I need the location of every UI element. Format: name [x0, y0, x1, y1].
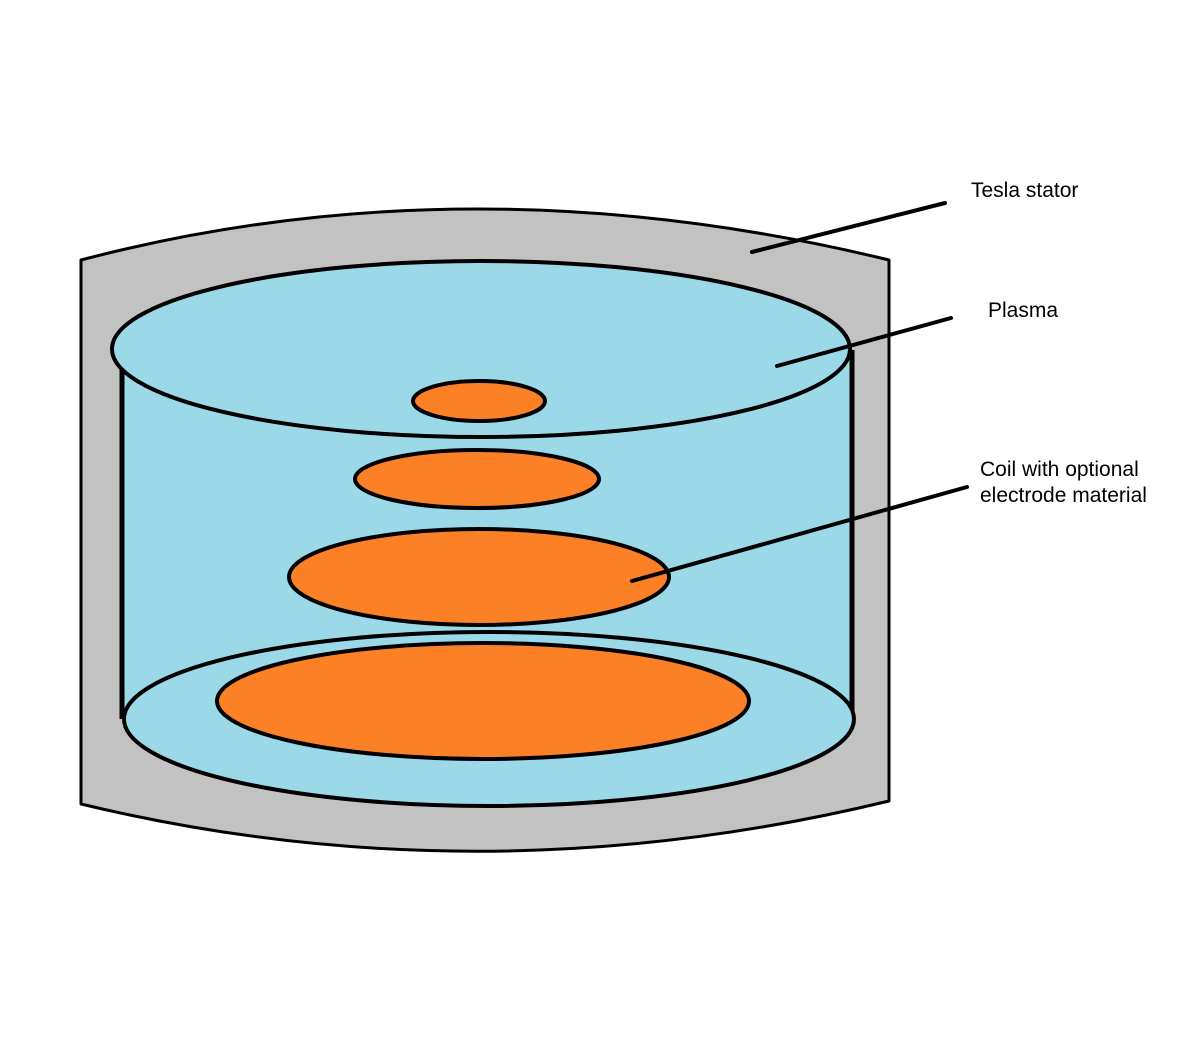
- plasma-top-ellipse: [110, 259, 852, 439]
- tesla-stator-label: Tesla stator: [971, 179, 1079, 202]
- plasma-label: Plasma: [988, 299, 1059, 322]
- coil-leader-line: [630, 485, 969, 583]
- coil-label-line-1: Coil with optional: [980, 458, 1139, 481]
- plasma-leader-line: [775, 316, 953, 368]
- coil-label-line-2: electrode material: [980, 484, 1147, 507]
- coil-label: Coil with optional electrode material: [980, 457, 1147, 509]
- coil-disc-3: [287, 527, 671, 627]
- coil-disc-4: [215, 641, 751, 761]
- coil-disc-1: [411, 379, 547, 423]
- coil-disc-2: [353, 448, 601, 510]
- stator-leader-line: [750, 201, 947, 254]
